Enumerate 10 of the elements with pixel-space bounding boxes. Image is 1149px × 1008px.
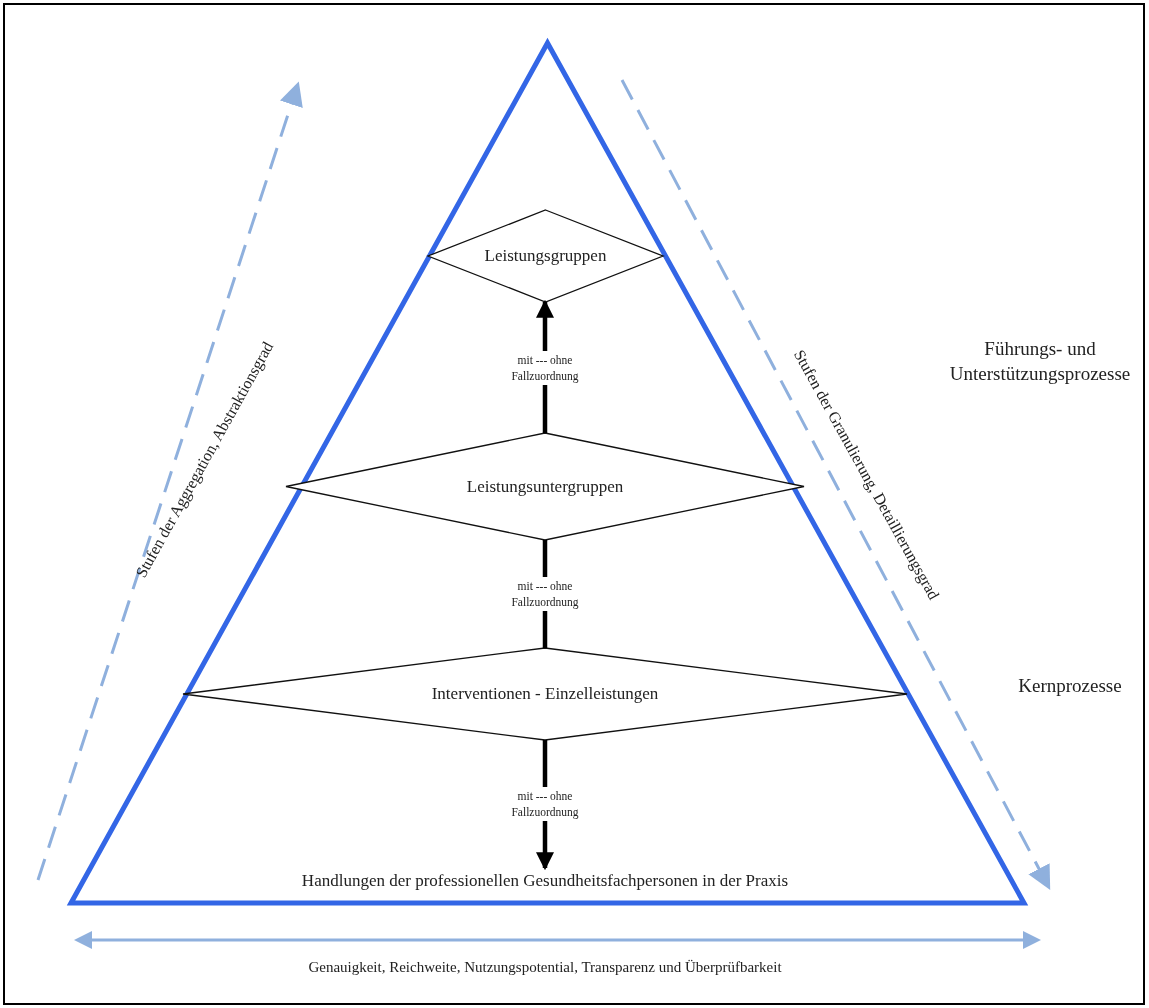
level-diamond: [183, 648, 907, 740]
level-diamond: [428, 210, 663, 302]
axis-caption: Genauigkeit, Reichweite, Nutzungspotential, Transparenz und Überprüfbarkeit: [307, 958, 783, 978]
base-text: Handlungen der professionellen Gesundheitsfachpersonen in der Praxis: [200, 868, 890, 894]
level-diamond: [286, 433, 804, 540]
process-label: Führungs- und Unterstützungsprozesse: [948, 337, 1132, 386]
level-title: Interventionen - Einzelleistungen: [430, 683, 660, 705]
level-title: Leistungsuntergruppen: [465, 475, 625, 498]
level-title: Leistungsgruppen: [483, 245, 608, 267]
process-label: Kernprozesse: [1017, 673, 1123, 698]
